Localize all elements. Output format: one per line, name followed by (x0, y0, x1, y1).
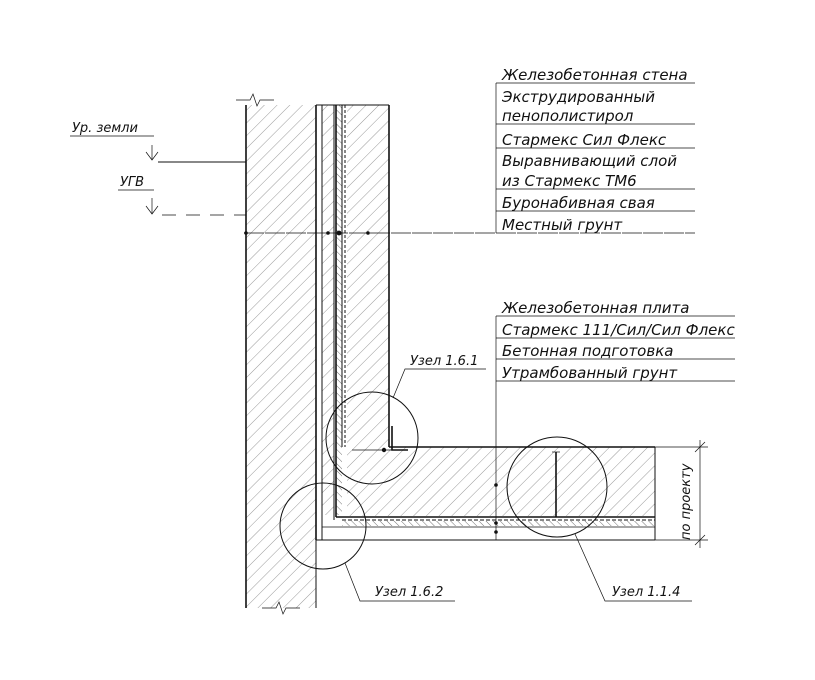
slab-layer-callout: Железобетонная плита Стармекс 111/Сил/Си… (494, 299, 735, 540)
slab-layer-4: Утрамбованный грунт (502, 364, 678, 382)
slab-layer-2: Стармекс 111/Сил/Сил Флекс (502, 321, 735, 339)
detail-circles (279, 391, 608, 570)
concrete-wall (316, 104, 390, 447)
ground-lines (145, 145, 246, 216)
groundwater-label: УГВ (118, 175, 154, 191)
slab-layer-1: Железобетонная плита (501, 299, 689, 317)
node-2-label: Узел 1.6.2 (344, 562, 455, 602)
wall-layer-1: Железобетонная стена (501, 66, 688, 84)
dimension: по проекту (655, 440, 708, 548)
node-3-label: Узел 1.1.4 (574, 533, 692, 602)
wall-layer-5: Выравнивающий слой (502, 152, 677, 170)
wall-layer-2: Экструдированный (501, 88, 655, 106)
leveling-layer (321, 105, 335, 540)
concrete-slab (316, 446, 656, 541)
bored-pile (245, 105, 317, 608)
break-marks (236, 93, 300, 615)
ground-level-label: Ур. земли (70, 121, 154, 137)
ground-level-text: Ур. земли (72, 121, 138, 136)
node-1-label: Узел 1.6.1 (392, 354, 486, 399)
waterproofing-membrane (335, 105, 346, 517)
node-2-text: Узел 1.6.2 (375, 585, 443, 600)
wall-layer-3: пенополистирол (502, 107, 634, 125)
slab-layer-3: Бетонная подготовка (502, 342, 673, 360)
wall-layer-8: Местный грунт (502, 216, 623, 234)
wall-layer-6: из Стармекс ТМ6 (502, 172, 637, 190)
node-3-circle (506, 436, 608, 538)
node-1-circle (325, 391, 419, 485)
groundwater-text: УГВ (120, 175, 144, 190)
node-1-text: Узел 1.6.1 (410, 354, 478, 369)
wall-layer-7: Буронабивная свая (502, 194, 655, 212)
node-3-text: Узел 1.1.4 (612, 585, 680, 600)
wall-layer-4: Стармекс Сил Флекс (502, 131, 667, 149)
wall-layer-callout: Железобетонная стена Экструдированный пе… (244, 66, 695, 236)
node-2-circle (279, 482, 367, 570)
dimension-text: по проекту (679, 463, 694, 540)
